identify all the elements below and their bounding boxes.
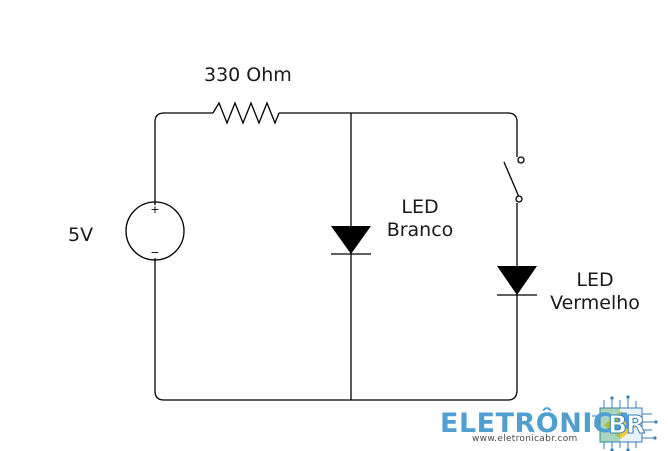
resistor-label: 330 Ohm <box>204 64 292 86</box>
white-led-symbol <box>331 226 371 254</box>
source-voltage-label: 5V <box>68 224 94 246</box>
switch-lever <box>503 161 520 198</box>
red-led-label-line1: LED <box>576 269 614 291</box>
switch-contact-bottom <box>515 195 523 203</box>
white-led-label-line1: LED <box>401 196 439 218</box>
red-led-symbol <box>497 266 537 295</box>
resistor-symbol <box>212 101 280 125</box>
red-led-label: LED Vermelho <box>546 269 644 315</box>
wire-red-led-branch <box>154 233 518 401</box>
watermark-brand-suffix: BR <box>607 410 645 440</box>
brand-chip-icon <box>592 395 658 451</box>
source-minus-sign: − <box>150 246 159 259</box>
red-led-label-line2: Vermelho <box>550 292 640 314</box>
wire-top-right <box>279 112 518 157</box>
white-led-label-line2: Branco <box>386 219 454 241</box>
switch-contact-top <box>517 156 525 164</box>
voltage-source-symbol <box>125 201 185 261</box>
watermark-url: www.eletronicabr.com <box>472 434 578 444</box>
white-led-label: LED Branco <box>385 196 455 242</box>
watermark-brand: ELETRÔNICA <box>440 408 635 439</box>
source-plus-sign: + <box>150 203 159 216</box>
wire-top-left <box>154 112 213 205</box>
